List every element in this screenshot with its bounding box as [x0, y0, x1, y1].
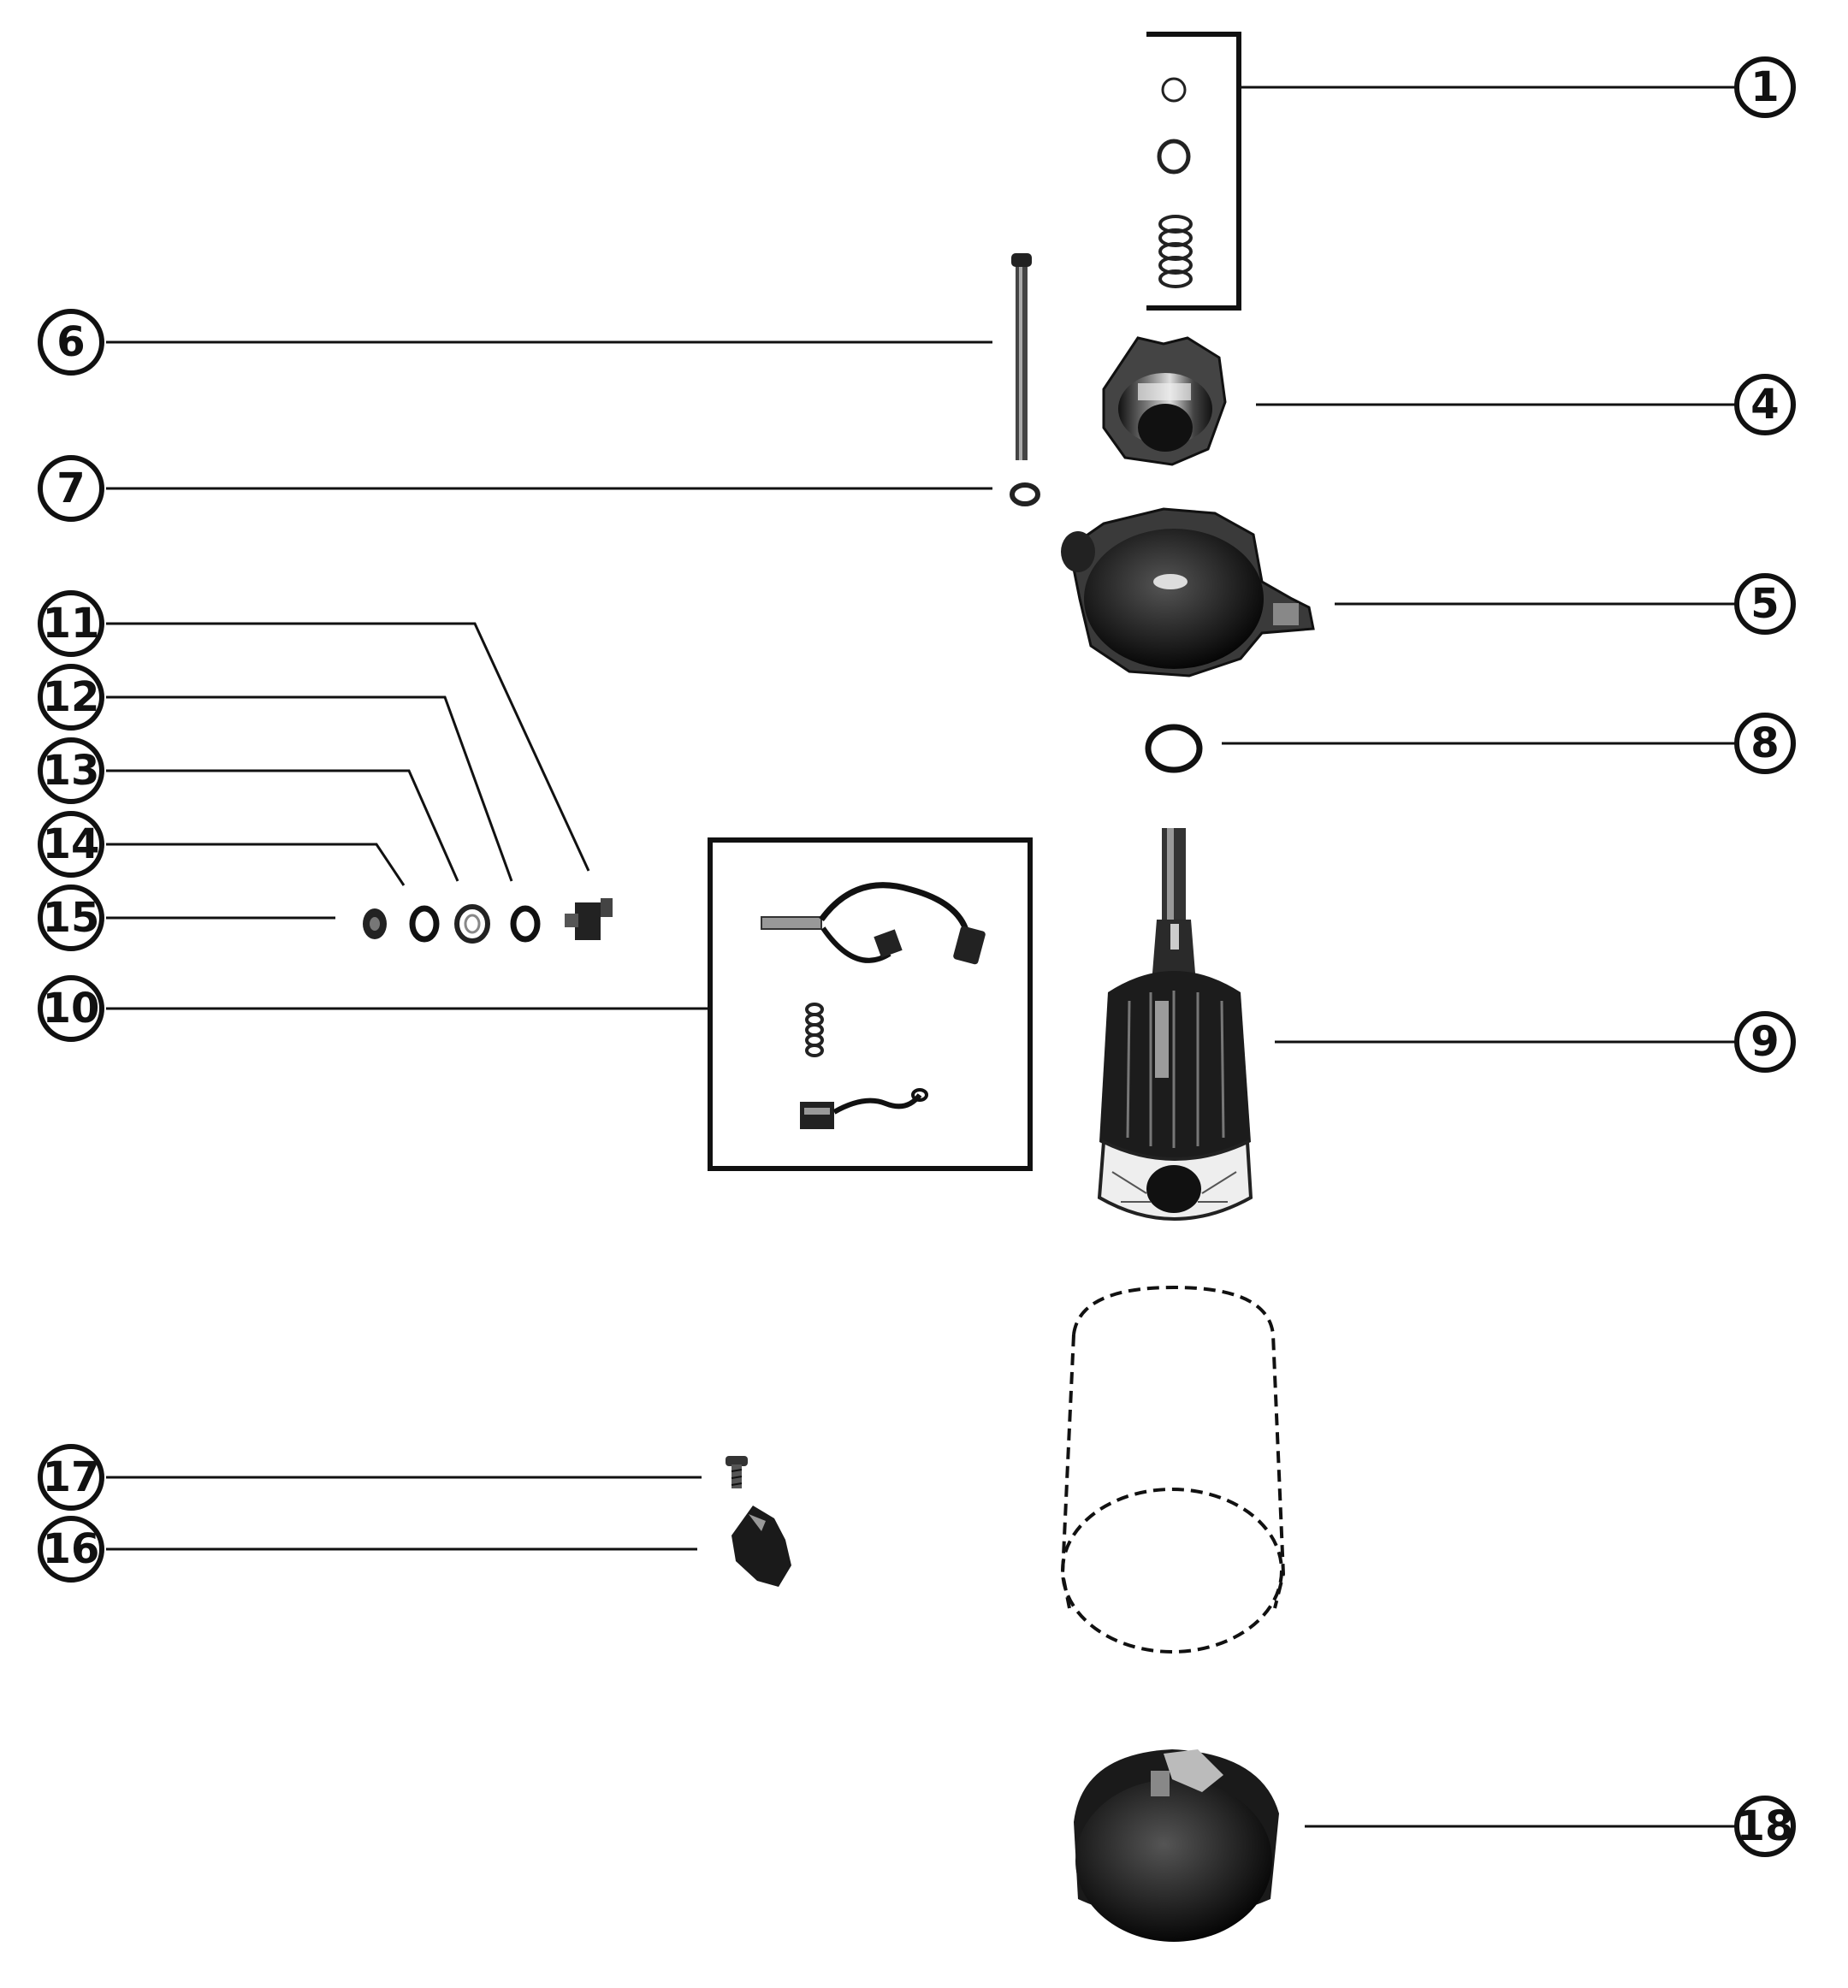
- callout-8: 8: [1734, 713, 1796, 774]
- phantom-frame-housing: [1060, 1285, 1286, 1654]
- part-4-end-cap: [1102, 336, 1227, 466]
- callout-10-label: 10: [43, 985, 100, 1032]
- leader-13: [106, 769, 459, 882]
- leader-11: [106, 622, 590, 872]
- callout-5: 5: [1734, 573, 1796, 635]
- callout-6: 6: [38, 309, 104, 376]
- callout-12: 12: [38, 664, 104, 731]
- callout-17: 17: [38, 1444, 104, 1511]
- callout-16: 16: [38, 1516, 104, 1583]
- part-13-flat-washer: [454, 904, 490, 944]
- callout-15: 15: [38, 885, 104, 951]
- callout-1: 1: [1734, 56, 1796, 118]
- callout-5-label: 5: [1750, 580, 1779, 628]
- callout-1-label: 1: [1750, 63, 1779, 111]
- callout-9: 9: [1734, 1011, 1796, 1073]
- callout-7-label: 7: [56, 464, 85, 512]
- part-8-o-ring: [1145, 724, 1203, 773]
- callout-6-label: 6: [56, 318, 85, 366]
- callout-9-label: 9: [1750, 1018, 1779, 1066]
- callout-16-label: 16: [43, 1525, 100, 1573]
- callout-markers: 1 4 5 6 7 8 9 10 11 12 13 14 15 16 17 18: [38, 56, 1796, 1857]
- part-7-washer: [1010, 482, 1040, 506]
- leader-lines: [106, 86, 1735, 1828]
- callout-18: 18: [1734, 1796, 1796, 1857]
- part-15-nut: [363, 908, 387, 939]
- part-16-clip: [732, 1506, 791, 1587]
- part-5-drive-end-frame: [1061, 507, 1315, 677]
- part-17-screw: [726, 1456, 748, 1488]
- callout-17-label: 17: [43, 1453, 100, 1501]
- callout-13-label: 13: [43, 747, 100, 795]
- callout-8-label: 8: [1750, 719, 1779, 767]
- part-1-seal-kit: [1146, 32, 1241, 311]
- callout-11-label: 11: [43, 600, 100, 648]
- callout-18-label: 18: [1737, 1802, 1794, 1850]
- leader-12: [106, 695, 513, 882]
- callout-11: 11: [38, 590, 104, 657]
- part-11-insulator: [565, 898, 613, 940]
- callout-4-label: 4: [1750, 381, 1779, 429]
- part-18-commutator-end-cap: [1074, 1749, 1279, 1942]
- callout-14-label: 14: [43, 820, 100, 868]
- callout-4: 4: [1734, 374, 1796, 435]
- part-10-brush-kit: [708, 837, 1033, 1171]
- part-6-through-bolt: [1011, 253, 1032, 460]
- part-12-insulating-washer: [510, 905, 541, 943]
- callout-7: 7: [38, 455, 104, 522]
- leader-14: [106, 843, 406, 886]
- callout-12-label: 12: [43, 673, 100, 721]
- part-9-armature: [1097, 828, 1253, 1221]
- callout-15-label: 15: [43, 894, 100, 942]
- callout-13: 13: [38, 737, 104, 804]
- callout-10: 10: [38, 975, 104, 1042]
- callout-14: 14: [38, 811, 104, 878]
- part-14-lockwasher: [409, 905, 440, 943]
